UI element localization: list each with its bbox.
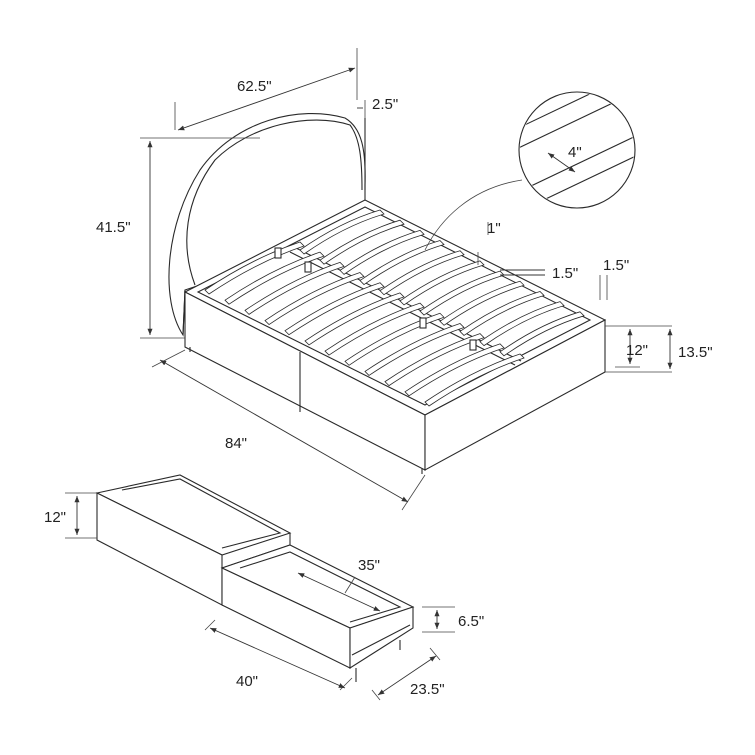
slat-width-label: 4" (568, 144, 582, 161)
slat (224, 251, 325, 305)
headboard-height-label: 41.5" (96, 219, 131, 236)
slat (379, 250, 465, 296)
slat (344, 312, 445, 366)
drawer-inner-depth-label: 6.5" (458, 613, 484, 630)
drawer-inner-length-label: 35" (358, 557, 380, 574)
rail-thickness-label: 1.5" (603, 257, 629, 274)
slat (424, 353, 525, 407)
length-label: 84" (225, 435, 247, 452)
drawer-left (95, 474, 292, 606)
slat (399, 260, 485, 306)
slat (384, 333, 485, 387)
slat (404, 343, 505, 397)
slat (359, 240, 445, 286)
slats (204, 209, 585, 407)
rail-bracket (469, 339, 477, 351)
rail-bracket (419, 317, 427, 329)
frame-height-label: 13.5" (678, 344, 713, 361)
bed-dimension-lines (140, 48, 673, 511)
width-label: 62.5" (237, 78, 272, 95)
drawer-length-label: 40" (236, 673, 258, 690)
slat (284, 282, 385, 336)
slat (264, 272, 365, 326)
slat-detail-callout (424, 91, 636, 251)
slat (299, 209, 385, 255)
side-height-label: 12" (626, 342, 648, 359)
rail-bracket (304, 261, 312, 273)
rail-bracket (274, 247, 282, 259)
headboard-thickness-label: 2.5" (372, 96, 398, 113)
slat-gap-label: 1" (487, 220, 501, 237)
slat (339, 229, 425, 275)
drawer-right (220, 544, 415, 682)
slat (304, 292, 405, 346)
slat (459, 291, 545, 336)
drawer-dimension-lines (65, 492, 455, 701)
slat (319, 219, 405, 265)
slat (479, 301, 565, 347)
drawer-height-label: 12" (44, 509, 66, 526)
slat (244, 261, 345, 315)
slat (439, 280, 525, 326)
slat (324, 302, 425, 356)
rail-height-label: 1.5" (552, 265, 578, 282)
drawer-width-label: 23.5" (410, 681, 445, 698)
slat (499, 311, 585, 357)
